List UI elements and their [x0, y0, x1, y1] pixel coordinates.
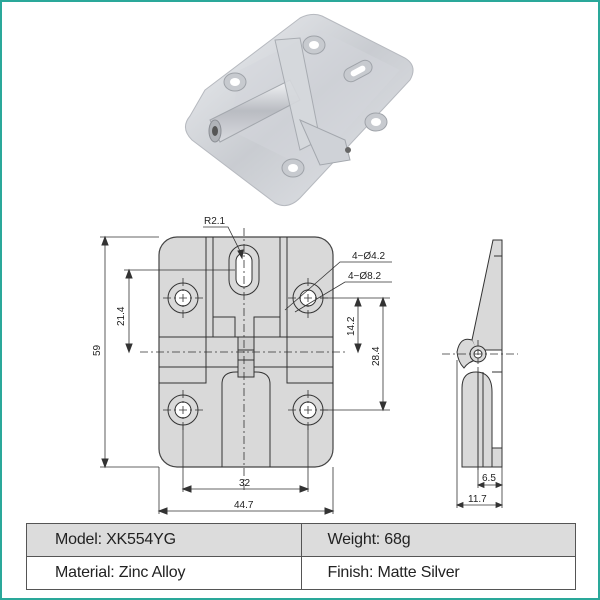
label-hole-horizontal-spacing: 32 — [239, 478, 251, 489]
spec-row: Model: XK554YG Weight: 68g — [26, 523, 576, 557]
spec-material: Material: Zinc Alloy — [26, 556, 302, 590]
label-radius: R2.1 — [204, 216, 226, 227]
label-hole-to-axis: 21.4 — [116, 306, 127, 326]
label-hole-small: 4−Ø4.2 — [352, 251, 386, 262]
spec-model: Model: XK554YG — [26, 523, 302, 557]
label-height-total: 59 — [92, 344, 103, 356]
label-hole-half-spacing: 14.2 — [346, 316, 357, 336]
spec-finish: Finish: Matte Silver — [300, 556, 576, 590]
spec-table: Model: XK554YG Weight: 68g Material: Zin… — [26, 523, 576, 590]
product-photo — [185, 13, 414, 207]
technical-drawing: R2.1 4−Ø4.2 4−Ø8.2 59 21.4 14.2 28.4 32 … — [92, 13, 518, 515]
label-leaf-offset: 6.5 — [482, 473, 496, 484]
spec-weight: Weight: 68g — [300, 523, 576, 557]
front-view — [100, 226, 392, 515]
label-hole-vertical-spacing: 28.4 — [371, 346, 382, 366]
label-width-total: 44.7 — [234, 500, 254, 511]
label-total-depth: 11.7 — [468, 494, 487, 505]
spec-row: Material: Zinc Alloy Finish: Matte Silve… — [26, 556, 576, 590]
label-hole-large: 4−Ø8.2 — [348, 271, 382, 282]
side-view — [456, 239, 503, 468]
